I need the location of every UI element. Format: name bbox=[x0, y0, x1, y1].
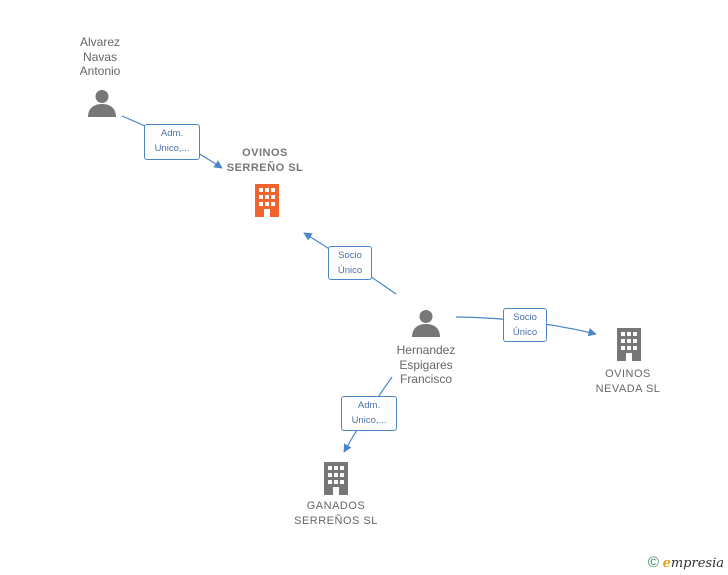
relation-badge-adm-unico[interactable]: Adm. Unico,... bbox=[341, 396, 397, 431]
person-icon[interactable] bbox=[87, 88, 117, 118]
copyright-brand: © empresia bbox=[648, 554, 724, 571]
relation-badge-socio-unico[interactable]: Socio Único bbox=[503, 308, 547, 342]
building-icon[interactable] bbox=[614, 328, 644, 361]
person-name: Alvarez Navas Antonio bbox=[79, 35, 121, 78]
company-node-ovinos-serreno[interactable]: OVINOS SERREÑO SL bbox=[210, 146, 320, 176]
building-icon[interactable] bbox=[252, 184, 282, 217]
company-name: OVINOS NEVADA SL bbox=[595, 368, 661, 395]
building-icon[interactable] bbox=[321, 462, 351, 495]
company-node-ovinos-nevada[interactable]: OVINOS NEVADA SL bbox=[582, 367, 674, 397]
copyright-icon: © bbox=[647, 554, 659, 571]
company-name: OVINOS SERREÑO SL bbox=[226, 147, 304, 174]
person-icon[interactable] bbox=[411, 308, 441, 338]
person-name: Hernandez Espigares Francisco bbox=[396, 343, 456, 386]
person-node-hernandez[interactable]: Hernandez Espigares Francisco bbox=[373, 343, 479, 387]
relation-badge-adm-unico[interactable]: Adm. Unico,... bbox=[144, 124, 200, 160]
company-name: GANADOS SERREÑOS SL bbox=[294, 500, 378, 527]
relation-badge-socio-unico[interactable]: Socio Único bbox=[328, 246, 372, 280]
brand-logo: empresia bbox=[662, 556, 724, 571]
person-node-alvarez[interactable]: Alvarez Navas Antonio bbox=[60, 35, 140, 79]
company-node-ganados-serrenos[interactable]: GANADOS SERREÑOS SL bbox=[278, 499, 394, 529]
